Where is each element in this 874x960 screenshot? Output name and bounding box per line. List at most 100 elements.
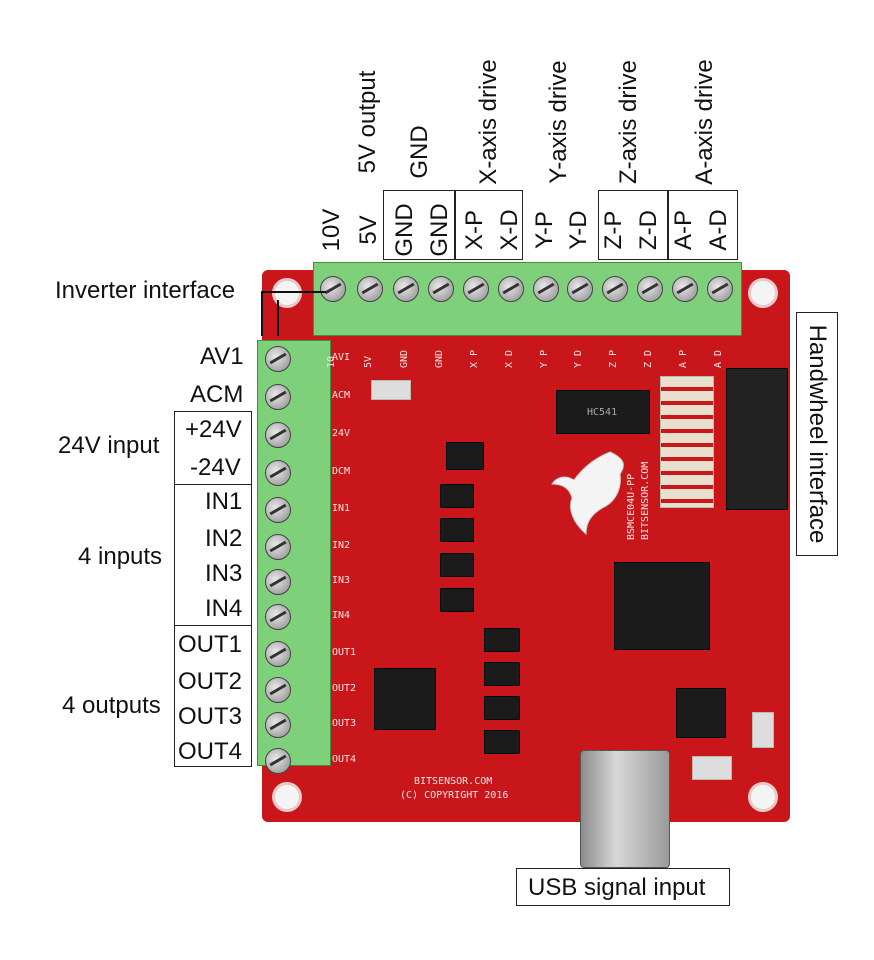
ic-hc541: HC541 (556, 390, 650, 434)
microcontroller-chip (614, 562, 710, 650)
silk-copyright: (C) COPYRIGHT 2016 (400, 790, 509, 801)
silk-left-pin: OUT4 (332, 754, 357, 765)
top-terminal-screw (357, 276, 383, 302)
label-5v-output: 5V output (354, 70, 381, 174)
top-pin-label: GND (391, 203, 418, 257)
label-acm: ACM (190, 381, 244, 408)
silk-left-pin: DCM (332, 466, 351, 477)
resistor-array (660, 376, 714, 508)
top-pin-label: 5V (355, 215, 382, 245)
top-terminal-screw (393, 276, 419, 302)
optocoupler-2 (440, 518, 474, 542)
optocoupler-7 (484, 696, 520, 720)
silk-top-pin: X D (504, 349, 515, 368)
box-x-axis (455, 190, 523, 260)
left-terminal-screw (265, 384, 291, 410)
silk-top-pin: X P (469, 349, 480, 368)
label-usb-signal-input: USB signal input (528, 874, 706, 901)
silk-left-pin: IN1 (332, 503, 351, 514)
left-terminal-screw (265, 748, 291, 774)
top-terminal-screw (602, 276, 628, 302)
top-terminal-screw (533, 276, 559, 302)
silk-top-pin: GND (399, 349, 410, 368)
label-out2: OUT2 (178, 668, 243, 695)
optocoupler-1 (440, 484, 474, 508)
top-pin-label: 10V (318, 208, 345, 252)
box-4-outputs (174, 625, 252, 767)
handwheel-connector (726, 368, 788, 510)
silk-top-pin: Z D (643, 349, 654, 368)
top-pin-label: X-D (496, 209, 523, 251)
label-av1: AV1 (200, 343, 244, 370)
silk-left-pin: IN4 (332, 610, 351, 621)
label-minus-24v: -24V (190, 454, 241, 481)
diode-component (446, 442, 484, 470)
top-terminal-screw (320, 276, 346, 302)
silk-left-pin: OUT2 (332, 683, 357, 694)
label-gnd-group: GND (406, 125, 433, 179)
left-terminal-screw (265, 534, 291, 560)
label-z-axis-drive: Z-axis drive (615, 59, 642, 185)
top-terminal-screw (463, 276, 489, 302)
left-terminal-screw (265, 460, 291, 486)
silk-footer-site: BITSENSOR.COM (414, 776, 493, 787)
top-pin-label: Y-P (531, 211, 558, 249)
label-y-axis-drive: Y-axis drive (545, 60, 572, 184)
capacitor-2 (692, 756, 732, 780)
box-usb-signal-input (516, 868, 730, 906)
top-pin-label: A-D (705, 209, 732, 251)
left-terminal-screw (265, 677, 291, 703)
box-a-axis (668, 190, 738, 260)
silk-top-pin: Y D (573, 349, 584, 368)
optocoupler-6 (484, 662, 520, 686)
top-terminal-screw (672, 276, 698, 302)
label-in3: IN3 (205, 560, 243, 587)
voltage-regulator (676, 688, 726, 738)
label-a-axis-drive: A-axis drive (691, 59, 718, 185)
capacitor-3 (752, 712, 774, 748)
silk-top-pin: 5V (363, 355, 374, 368)
capacitor-1 (371, 380, 411, 400)
driver-ic (374, 668, 436, 730)
silk-top-pin: A D (713, 349, 724, 368)
silk-top-pin: A P (678, 349, 689, 368)
silk-left-pin: IN2 (332, 540, 351, 551)
box-handwheel-interface (796, 312, 838, 556)
label-4-inputs: 4 inputs (78, 543, 163, 570)
top-terminal-screw (637, 276, 663, 302)
silk-left-pin: OUT1 (332, 647, 357, 658)
optocoupler-3 (440, 553, 474, 577)
mount-hole-top-right (748, 278, 778, 308)
box-gnd (383, 190, 455, 260)
silk-top-pin: GND (434, 349, 445, 368)
label-plus-24v: +24V (185, 416, 242, 443)
mount-hole-bottom-left (272, 782, 302, 812)
left-terminal-screw (265, 422, 291, 448)
top-terminal-screw (707, 276, 733, 302)
mount-hole-bottom-right (748, 782, 778, 812)
silk-left-pin: IN3 (332, 575, 351, 586)
label-in4: IN4 (205, 595, 243, 622)
eagle-logo (551, 451, 624, 536)
silk-left-pin: ACM (332, 390, 351, 401)
label-out4: OUT4 (178, 738, 243, 765)
left-terminal-screw (265, 346, 291, 372)
silk-left-pin: AVI (332, 352, 351, 363)
label-inverter-interface: Inverter interface (55, 277, 236, 304)
silk-left-pin: 24V (332, 428, 351, 439)
label-out1: OUT1 (178, 631, 243, 658)
left-terminal-screw (265, 641, 291, 667)
box-z-axis (598, 190, 668, 260)
left-terminal-screw (265, 497, 291, 523)
label-4-outputs: 4 outputs (62, 692, 161, 719)
optocoupler-8 (484, 730, 520, 754)
label-x-axis-drive: X-axis drive (475, 59, 502, 185)
top-terminal-screw (567, 276, 593, 302)
top-pin-label: X-P (461, 209, 488, 251)
label-in1: IN1 (205, 488, 243, 515)
silk-top-pin: Y P (539, 349, 550, 368)
ic-hc541-label: HC541 (587, 407, 618, 418)
top-pin-label: GND (426, 203, 453, 257)
silk-site: BITSENSOR.COM (640, 461, 651, 540)
silk-top-pin: Z P (608, 349, 619, 368)
